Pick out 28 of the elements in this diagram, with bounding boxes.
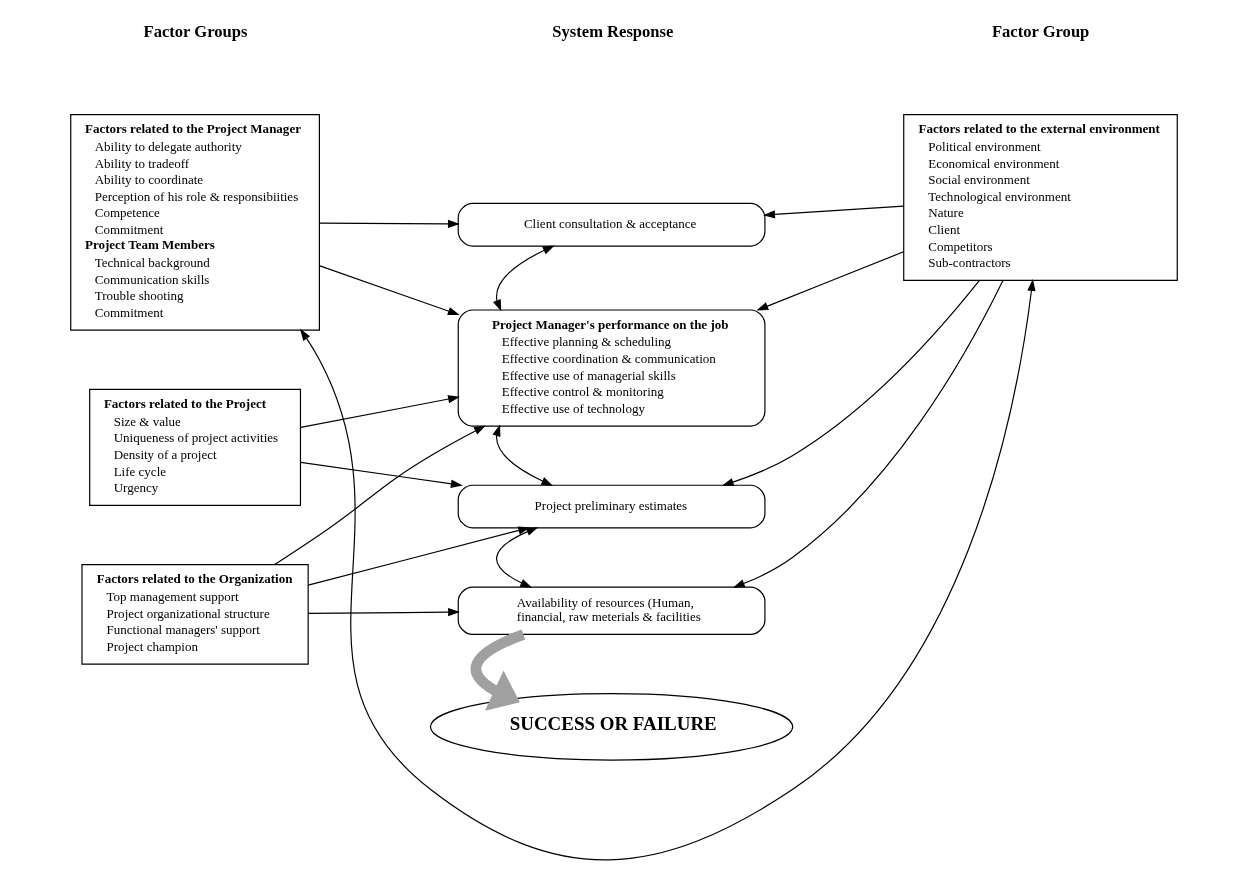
node-box: Factors related to the Organization Top management support Project organizational structure Functional managers' support Project champion xyxy=(80,564,309,665)
node-box: Client consultation & acceptance xyxy=(457,202,765,247)
arrow xyxy=(492,245,555,312)
arrow xyxy=(299,461,463,488)
arrow xyxy=(318,265,460,316)
arrow xyxy=(755,251,904,311)
label: System Response xyxy=(551,22,673,42)
arrow xyxy=(307,608,460,617)
arrow xyxy=(299,279,1036,861)
arrow xyxy=(299,395,460,428)
node-ellipse: SUCCESS OR FAILURE xyxy=(429,693,793,761)
arrow xyxy=(732,279,1004,588)
label: Factor Groups xyxy=(143,22,247,42)
arrow xyxy=(492,424,553,486)
node-box: Project Manager's performance on the job Effective planning & scheduling Effective coordination & communication Effective use of managerial skills Effective control & monitoring Effective use of technology xyxy=(457,309,765,427)
arrow xyxy=(470,629,525,711)
arrow xyxy=(495,527,538,588)
label: Factor Group xyxy=(991,22,1089,42)
node-box: Project preliminary estimates xyxy=(457,484,765,529)
arrow xyxy=(273,425,486,566)
arrow xyxy=(721,280,980,487)
arrow xyxy=(318,219,460,228)
node-box: Factors related to the Project Manager Ability to delegate authority Ability to tradeoff Ability to coordinate Perception of his role & responsibiities Competence Commitment Project Team Members Technical background Communication skills Trouble shooting Commitment xyxy=(69,114,320,331)
node-box: Factors related to the Project Size & value Uniqueness of project activities Density of a project Life cycle Urgency xyxy=(88,388,301,506)
node-box: Factors related to the external environment Political environment Economical environment Social environment Technological environment Nature Client Competitors Sub-contractors xyxy=(902,114,1178,281)
arrow xyxy=(307,526,530,586)
node-box: Availability of resources (Human, financial, raw meterials & facilities xyxy=(457,586,765,636)
arrow xyxy=(762,205,904,219)
